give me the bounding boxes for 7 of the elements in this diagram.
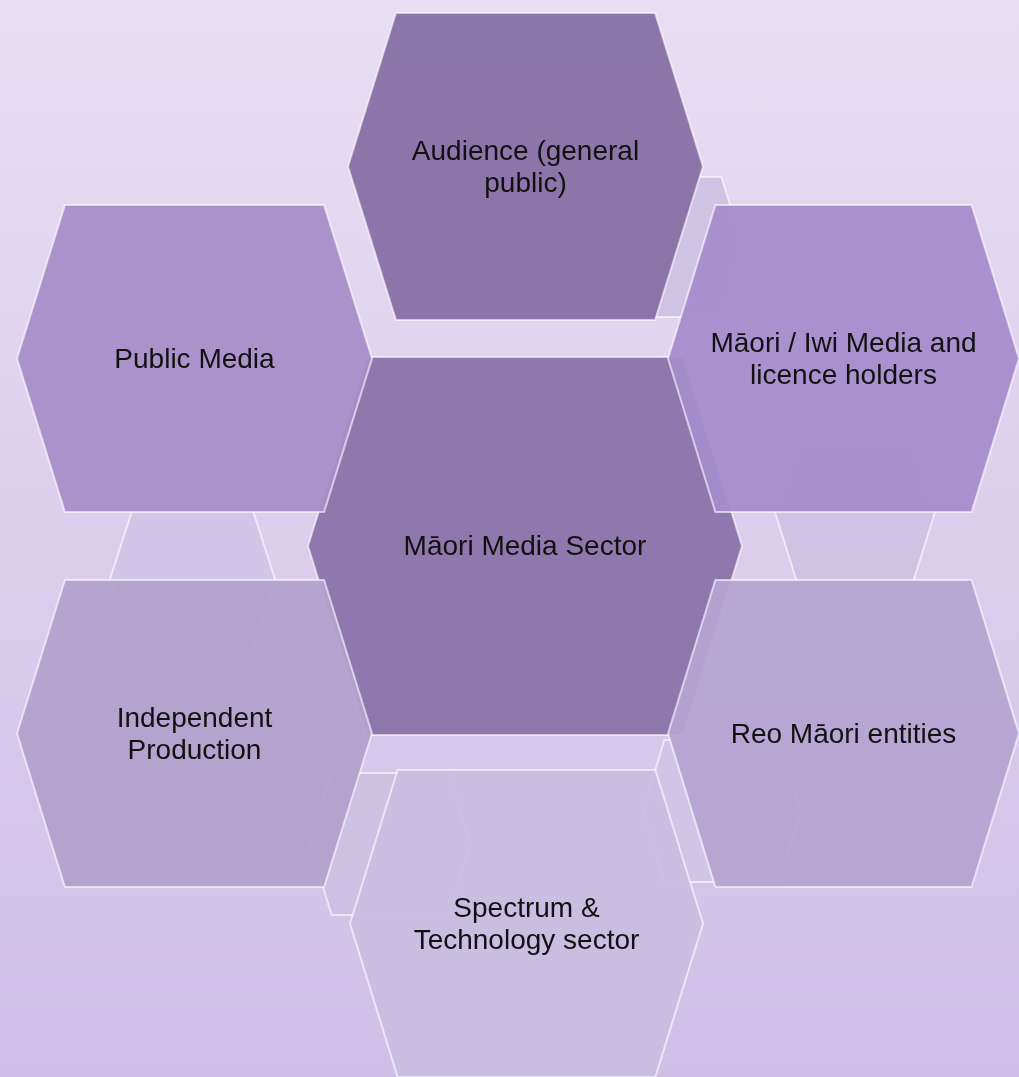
node-label: Public Media (113, 342, 276, 375)
node-label: Reo Māori entities (729, 717, 958, 750)
node-label: Spectrum & Technology sector (412, 891, 641, 956)
node-label: Māori Media Sector (402, 530, 648, 562)
node-label: Māori / Iwi Media and licence holders (710, 326, 977, 391)
node-label: Audience (general public) (410, 134, 641, 199)
node-label: Independent Production (115, 701, 274, 766)
